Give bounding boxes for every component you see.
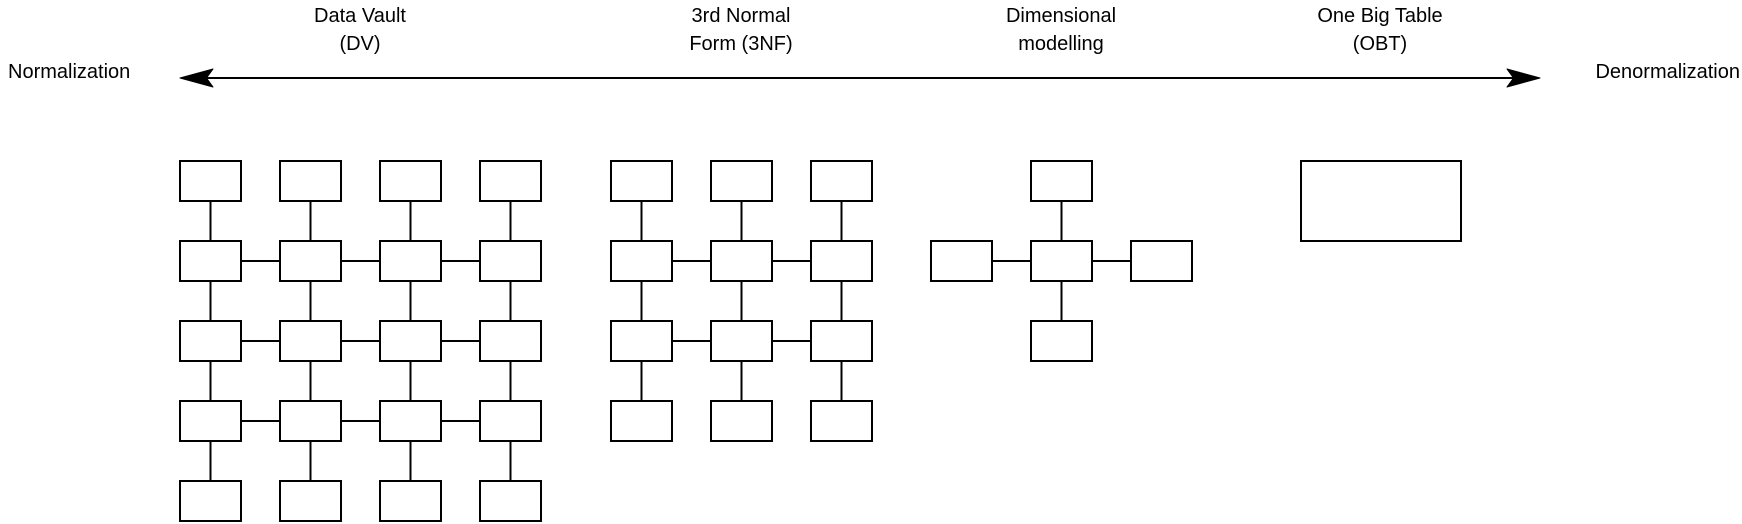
entity-box bbox=[810, 160, 873, 202]
entity-box bbox=[279, 320, 342, 362]
entity-box bbox=[379, 160, 442, 202]
entity-box bbox=[379, 480, 442, 522]
entity-box bbox=[710, 400, 773, 442]
category-title-line: One Big Table bbox=[1317, 5, 1443, 27]
entity-box bbox=[479, 480, 542, 522]
schema-diagrams bbox=[179, 160, 1462, 522]
entity-box bbox=[479, 160, 542, 202]
category-title-line: Data Vault bbox=[314, 5, 406, 27]
entity-box bbox=[1030, 160, 1093, 202]
right-arrowhead-icon bbox=[1506, 68, 1541, 88]
entity-box bbox=[279, 400, 342, 442]
category-title-line: modelling bbox=[1018, 33, 1104, 55]
entity-box bbox=[279, 480, 342, 522]
entity-box bbox=[279, 240, 342, 282]
entity-box bbox=[179, 320, 242, 362]
diagram-data-vault bbox=[179, 160, 542, 522]
entity-box bbox=[710, 240, 773, 282]
entity-box bbox=[379, 320, 442, 362]
diagram-dimensional-modelling bbox=[930, 160, 1193, 362]
category-label-one-big-table: One Big Table (OBT) bbox=[1270, 2, 1490, 58]
entity-box bbox=[179, 400, 242, 442]
entity-box bbox=[379, 400, 442, 442]
entity-box bbox=[610, 160, 673, 202]
entity-box bbox=[479, 320, 542, 362]
entity-box bbox=[710, 320, 773, 362]
entity-box bbox=[1130, 240, 1193, 282]
category-title-line: Dimensional bbox=[1005, 5, 1117, 27]
entity-box bbox=[810, 400, 873, 442]
entity-box bbox=[179, 480, 242, 522]
category-label-dimensional-modelling: Dimensional modelling bbox=[951, 2, 1171, 58]
category-title-line: Form (3NF) bbox=[689, 33, 793, 55]
entity-box bbox=[479, 240, 542, 282]
entity-box bbox=[179, 160, 242, 202]
entity-box bbox=[810, 240, 873, 282]
axis-label-normalization: Normalization bbox=[8, 61, 131, 83]
axis-label-denormalization: Denormalization bbox=[1595, 61, 1740, 83]
entity-box bbox=[479, 400, 542, 442]
entity-box bbox=[610, 320, 673, 362]
category-label-third-normal-form: 3rd Normal Form (3NF) bbox=[631, 2, 851, 58]
entity-box bbox=[1030, 320, 1093, 362]
entity-box bbox=[179, 240, 242, 282]
entity-box bbox=[379, 240, 442, 282]
entity-box bbox=[610, 240, 673, 282]
category-title-line: 3rd Normal bbox=[691, 5, 791, 27]
entity-box bbox=[930, 240, 993, 282]
entity-box bbox=[810, 320, 873, 362]
left-arrowhead-icon bbox=[179, 68, 214, 88]
entity-box bbox=[1300, 160, 1462, 242]
diagram-one-big-table bbox=[1300, 160, 1462, 242]
spectrum-arrow bbox=[179, 68, 1541, 88]
entity-box bbox=[710, 160, 773, 202]
category-label-data-vault: Data Vault (DV) bbox=[250, 2, 470, 58]
entity-box bbox=[279, 160, 342, 202]
entity-box bbox=[610, 400, 673, 442]
diagram-third-normal-form bbox=[610, 160, 873, 442]
category-title-line: (OBT) bbox=[1352, 33, 1408, 55]
category-title-line: (DV) bbox=[339, 33, 381, 55]
entity-box bbox=[1030, 240, 1093, 282]
